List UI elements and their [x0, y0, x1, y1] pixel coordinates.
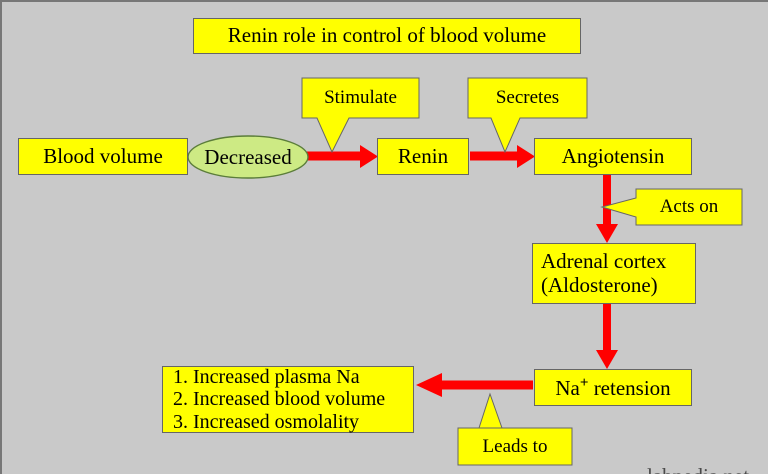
node-na-retension: Na+ retension — [534, 369, 692, 406]
node-renin: Renin — [377, 138, 469, 175]
node-adrenal-cortex-line2: (Aldosterone) — [541, 272, 658, 297]
node-angiotensin: Angiotensin — [534, 138, 692, 175]
arrow-adrenal-to-na-retension — [596, 304, 618, 369]
node-adrenal-cortex-line1: Adrenal cortex — [541, 248, 667, 273]
decreased-ellipse-shape — [187, 135, 309, 179]
diagram-title: Renin role in control of blood volume — [193, 18, 581, 54]
arrow-angiotensin-to-adrenal — [596, 175, 618, 243]
list-item: 2. Increased blood volume — [173, 388, 386, 411]
node-adrenal-cortex: Adrenal cortex (Aldosterone) — [532, 243, 696, 304]
callout-acts-on-shape — [600, 188, 743, 226]
node-blood-volume: Blood volume — [18, 138, 188, 175]
node-angiotensin-label: Angiotensin — [561, 143, 665, 168]
node-renin-label: Renin — [397, 143, 449, 168]
na-superscript-plus: + — [579, 374, 589, 391]
callout-secretes-shape — [467, 77, 588, 154]
callout-stimulate-shape — [301, 77, 420, 154]
arrow-renin-to-angiotensin — [470, 145, 535, 168]
watermark-labpedia: labpedia.net — [626, 439, 749, 474]
callout-leads-to-shape — [457, 392, 573, 466]
watermark-text: labpedia.net — [647, 464, 749, 474]
node-na-retension-label: Na+ retension — [555, 375, 670, 401]
list-item: 3. Increased osmolality — [173, 410, 360, 433]
node-outcomes-list: 1. Increased plasma Na 2. Increased bloo… — [162, 366, 414, 433]
diagram-title-text: Renin role in control of blood volume — [227, 23, 547, 48]
arrow-decreased-to-renin — [302, 145, 378, 168]
arrow-na-retension-to-outcomes — [416, 373, 533, 397]
list-item: 1. Increased plasma Na — [173, 365, 360, 388]
retension-word: retension — [588, 375, 671, 400]
node-blood-volume-label: Blood volume — [43, 143, 163, 168]
na-symbol: Na — [555, 375, 580, 400]
